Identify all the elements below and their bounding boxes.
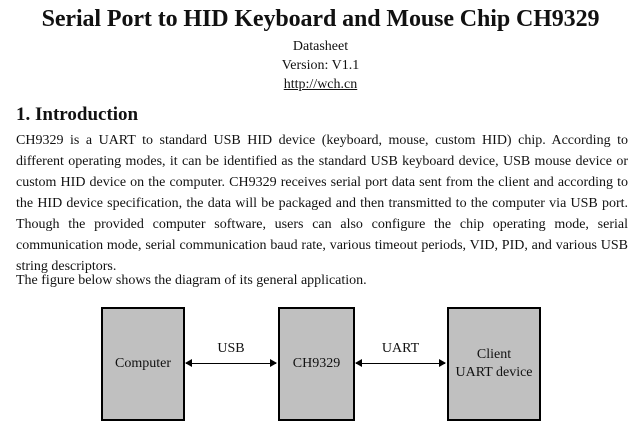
document-subtitle: Datasheet bbox=[292, 39, 349, 54]
diagram-node-ch9329: CH9329 bbox=[278, 307, 355, 421]
node-label-line-1: Client bbox=[476, 347, 512, 362]
diagram-node-computer: Computer bbox=[101, 307, 185, 421]
node-label: Computer bbox=[115, 356, 171, 371]
arrowhead-right-icon bbox=[439, 359, 446, 367]
edge-label-uart: UART bbox=[381, 341, 420, 356]
document-version: Version: V1.1 bbox=[281, 58, 360, 73]
bidirectional-arrow-usb bbox=[185, 359, 277, 367]
document-url-line: http://wch.cn bbox=[0, 76, 641, 94]
node-label: Client UART device bbox=[455, 346, 532, 382]
bidirectional-arrow-uart bbox=[355, 359, 446, 367]
arrowhead-left-icon bbox=[185, 359, 192, 367]
node-label: CH9329 bbox=[292, 356, 341, 371]
node-label-line-2: UART device bbox=[455, 365, 533, 380]
edge-label-usb: USB bbox=[217, 341, 245, 356]
document-title: Serial Port to HID Keyboard and Mouse Ch… bbox=[41, 6, 600, 32]
section-heading-introduction: 1. Introduction bbox=[16, 104, 139, 125]
website-link[interactable]: http://wch.cn bbox=[283, 77, 358, 92]
figure-intro-paragraph: The figure below shows the diagram of it… bbox=[16, 273, 367, 288]
introduction-paragraph: CH9329 is a UART to standard USB HID dev… bbox=[16, 133, 628, 274]
arrowhead-left-icon bbox=[355, 359, 362, 367]
diagram-node-client-uart-device: Client UART device bbox=[447, 307, 541, 421]
arrowhead-right-icon bbox=[270, 359, 277, 367]
